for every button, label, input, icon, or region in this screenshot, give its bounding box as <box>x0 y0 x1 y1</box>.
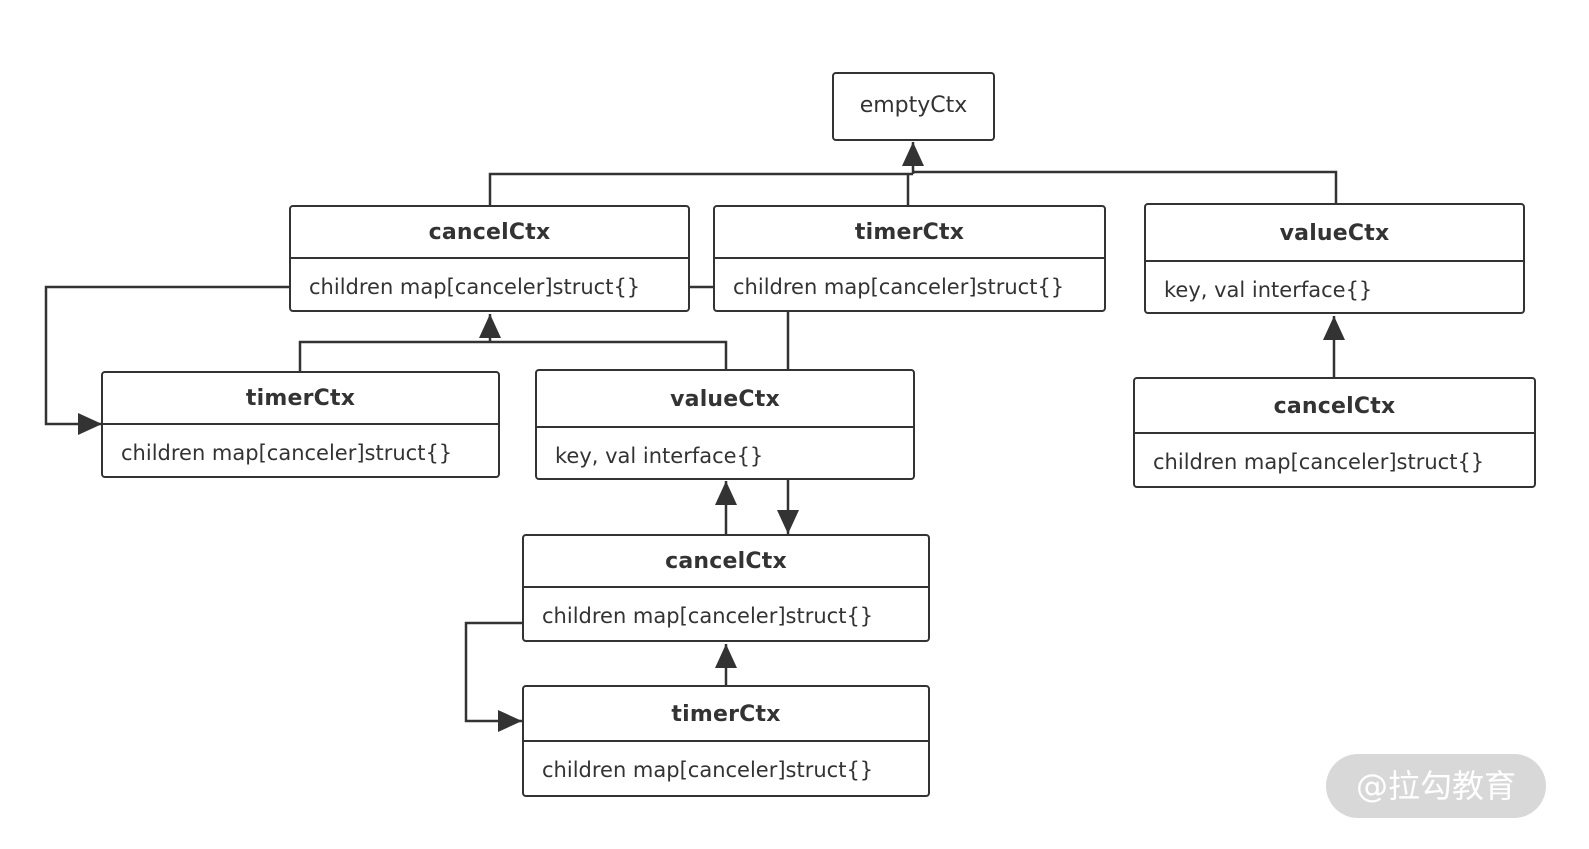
value-ctx-node-1: valueCtx key, val interface{} <box>1144 203 1525 314</box>
node-title: valueCtx <box>1146 205 1523 262</box>
edge-cancel1-to-empty <box>488 172 913 205</box>
watermark-badge: @拉勾教育 <box>1326 754 1546 818</box>
ref-cancel1-children-to-timer2 <box>44 285 290 435</box>
timer-ctx-node-1: timerCtx children map[canceler]struct{} <box>713 205 1106 312</box>
node-title: cancelCtx <box>524 536 928 588</box>
edge-value2-to-cancel1 <box>490 340 728 369</box>
node-field: children map[canceler]struct{} <box>542 758 874 782</box>
node-title: cancelCtx <box>291 207 688 259</box>
node-field: children map[canceler]struct{} <box>542 604 874 628</box>
node-title: valueCtx <box>537 371 913 428</box>
node-title: timerCtx <box>103 373 498 425</box>
node-title: cancelCtx <box>1135 379 1534 434</box>
cancel-ctx-node-3: cancelCtx children map[canceler]struct{} <box>1133 377 1536 488</box>
node-field: children map[canceler]struct{} <box>309 275 641 299</box>
empty-ctx-node: emptyCtx <box>832 72 995 141</box>
ref-cancel2-children-to-timer3 <box>464 621 522 732</box>
edge-timer2-to-cancel1 <box>298 340 490 371</box>
node-title: emptyCtx <box>859 93 968 118</box>
timer-ctx-node-3: timerCtx children map[canceler]struct{} <box>522 685 930 797</box>
node-field: children map[canceler]struct{} <box>121 441 453 465</box>
node-field: key, val interface{} <box>555 444 764 468</box>
node-field: key, val interface{} <box>1164 278 1373 302</box>
timer-ctx-node-2: timerCtx children map[canceler]struct{} <box>101 371 500 478</box>
edge-value1-to-empty <box>913 170 1338 203</box>
node-title: timerCtx <box>524 687 928 742</box>
cancel-ctx-node-1: cancelCtx children map[canceler]struct{} <box>289 205 690 312</box>
node-title: timerCtx <box>715 207 1104 259</box>
value-ctx-node-2: valueCtx key, val interface{} <box>535 369 915 480</box>
cancel-ctx-node-2: cancelCtx children map[canceler]struct{} <box>522 534 930 642</box>
node-field: children map[canceler]struct{} <box>1153 450 1485 474</box>
node-field: children map[canceler]struct{} <box>733 275 1065 299</box>
